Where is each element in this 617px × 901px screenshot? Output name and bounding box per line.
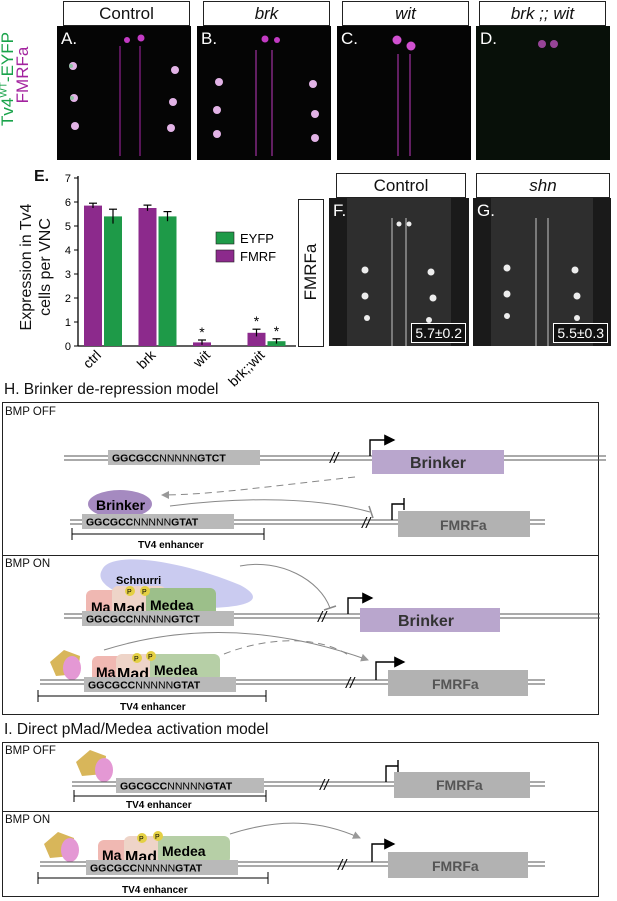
h-on-brinker-gene: Schnurri Ma Mad Medea P P GGCGCCNNNNNGTC… <box>64 559 600 632</box>
svg-text:P: P <box>134 656 139 663</box>
x-tick-label: brk;;wit <box>225 347 268 390</box>
bar-fmrf <box>84 205 102 346</box>
bar-fmrf <box>138 208 157 346</box>
y-tick-label: 7 <box>65 173 71 185</box>
x-tick-label: ctrl <box>80 347 105 372</box>
h-bmp-off-label: BMP OFF <box>5 406 56 418</box>
y-tick-label: 4 <box>65 245 71 257</box>
micrograph-g: G. 5.5±0.3 <box>473 198 611 346</box>
svg-text:P: P <box>148 654 153 661</box>
micrograph-d: D. <box>476 26 610 160</box>
bar-eyfp <box>158 216 177 346</box>
svg-text://: // <box>361 515 372 532</box>
h-on-fmrfa-gene: Ma Mad Medea P P GGCGCCNNNNNGTAT TV4 enh… <box>37 631 545 713</box>
diagram-h: GGCGCCNNNNNGTCT // Brinker Brinker GGCGC… <box>37 434 606 713</box>
svg-text:Medea: Medea <box>162 843 206 859</box>
diagram-i: GGCGCCNNNNNGTAT TV4 enhancer // FMRFa Ma… <box>37 750 545 896</box>
svg-text:P: P <box>155 834 160 841</box>
h-bmp-on-label: BMP ON <box>5 558 51 570</box>
svg-text:Medea: Medea <box>150 597 194 613</box>
svg-text:GGCGCCNNNNNGTAT: GGCGCCNNNNNGTAT <box>88 680 201 692</box>
title-wit-c: wit <box>342 1 469 26</box>
svg-text:Ma: Ma <box>102 847 122 863</box>
svg-text:P: P <box>127 589 132 596</box>
svg-text:TV4 enhancer: TV4 enhancer <box>120 702 186 713</box>
legend-swatch-fmrf <box>215 249 235 263</box>
svg-text:FMRFa: FMRFa <box>432 858 479 874</box>
svg-text://: // <box>329 450 340 467</box>
i-on-fmrfa-gene: Ma Mad Medea P P GGCGCCNNNNNGTAT TV4 enh… <box>37 822 545 896</box>
svg-text:Brinker: Brinker <box>410 455 466 472</box>
svg-text:GGCGCCNNNNNGTCT: GGCGCCNNNNNGTCT <box>112 453 226 465</box>
y-tick-label: 5 <box>65 221 71 233</box>
svg-text:TV4 enhancer: TV4 enhancer <box>122 885 188 896</box>
x-tick-label: brk <box>134 346 160 372</box>
panel-i-bmp-on-box <box>2 811 599 897</box>
bar-eyfp <box>104 216 122 346</box>
svg-text:P: P <box>139 836 144 843</box>
ylabel-line1: Expression in Tv4 <box>18 203 35 331</box>
title-brkwit-d: brk ;; wit <box>479 1 606 26</box>
significance-star: * <box>254 313 260 329</box>
svg-text://: // <box>337 857 348 874</box>
svg-text:GGCGCCNNNNNGTCT: GGCGCCNNNNNGTCT <box>86 614 200 626</box>
title-control-a: Control <box>63 1 190 26</box>
micrograph-a: A. <box>57 26 191 160</box>
svg-text:P: P <box>142 589 147 596</box>
svg-text:TV4 enhancer: TV4 enhancer <box>126 800 192 811</box>
y-tick-label: 3 <box>65 269 71 281</box>
panel-i-title: I. Direct pMad/Medea activation model <box>4 721 269 738</box>
svg-text:GGCGCCNNNNNGTAT: GGCGCCNNNNNGTAT <box>90 863 203 875</box>
svg-text:TV4 enhancer: TV4 enhancer <box>138 540 204 551</box>
y-tick-label: 2 <box>65 293 71 305</box>
title-shn-g: shn <box>476 173 610 198</box>
panel-h-bmp-on-box <box>2 555 599 715</box>
svg-text:FMRFa: FMRFa <box>440 517 487 533</box>
svg-text:GGCGCCNNNNNGTAT: GGCGCCNNNNNGTAT <box>86 517 199 529</box>
bar-chart-e: 0 1 2 3 4 5 6 7 ctrl brk * wit * * brk;;wit EYFP FMRF <box>65 173 296 390</box>
svg-text:Schnurri: Schnurri <box>116 575 161 587</box>
svg-text:GGCGCCNNNNNGTAT: GGCGCCNNNNNGTAT <box>120 781 233 793</box>
value-f: 5.7±0.2 <box>411 323 466 343</box>
svg-text://: // <box>345 675 356 692</box>
title-brk-b: brk <box>203 1 330 26</box>
i-off-fmrfa-gene: GGCGCCNNNNNGTAT TV4 enhancer // FMRFa <box>72 750 545 811</box>
fg-side-label-box: FMRFa <box>298 199 324 347</box>
legend-swatch-eyfp <box>215 231 235 245</box>
micrograph-f: F. 5.7±0.2 <box>329 198 469 346</box>
side-label-fmrfa-top: FMRFa <box>13 46 32 104</box>
svg-text:Ma: Ma <box>96 664 116 680</box>
x-tick-label: wit <box>189 347 213 371</box>
svg-text:Medea: Medea <box>154 662 198 678</box>
significance-star: * <box>274 323 280 339</box>
svg-text:FMRFa: FMRFa <box>432 676 479 692</box>
svg-text://: // <box>319 777 330 794</box>
y-tick-label: 1 <box>65 317 71 329</box>
legend-label-fmrf: FMRF <box>240 249 276 264</box>
i-bmp-off-label: BMP OFF <box>5 745 56 757</box>
value-g: 5.5±0.3 <box>553 323 608 343</box>
svg-text://: // <box>317 609 328 626</box>
panel-e-letter: E. <box>34 168 50 185</box>
y-tick-label: 0 <box>65 341 71 353</box>
fg-side-label: FMRFa <box>301 243 320 301</box>
significance-star: * <box>199 324 205 340</box>
panel-h-title: H. Brinker de-repression model <box>4 381 219 398</box>
h-off-fmrfa-gene: Brinker GGCGCCNNNNNGTAT TV4 enhancer // … <box>70 490 545 551</box>
legend-label-eyfp: EYFP <box>240 231 274 246</box>
bar-fmrf <box>247 332 266 346</box>
svg-text:FMRFa: FMRFa <box>436 777 483 793</box>
y-tick-label: 6 <box>65 197 71 209</box>
micrograph-b: B. <box>197 26 331 160</box>
h-off-brinker-gene: GGCGCCNNNNNGTCT // Brinker <box>64 434 606 474</box>
title-control-f: Control <box>336 173 466 198</box>
svg-text:Brinker: Brinker <box>398 613 454 630</box>
micrograph-c: C. <box>337 26 471 160</box>
svg-text:Brinker: Brinker <box>96 497 146 513</box>
i-bmp-on-label: BMP ON <box>5 814 51 826</box>
